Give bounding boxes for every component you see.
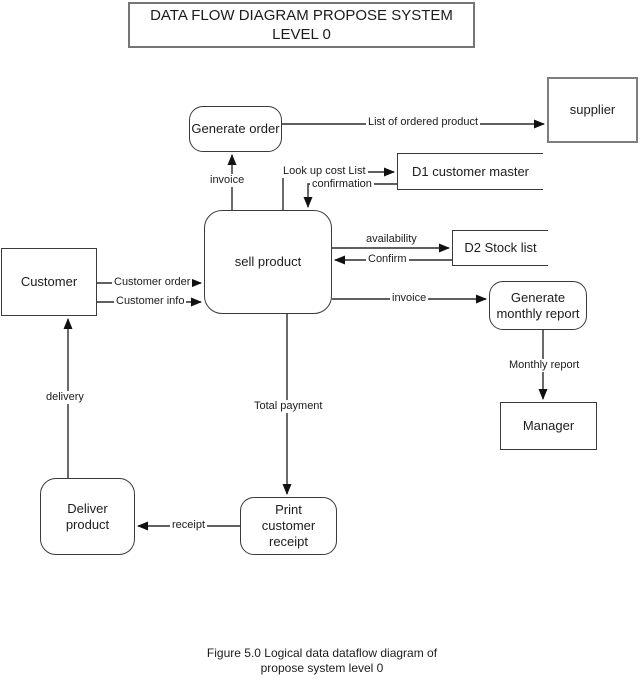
flow-label-invoice-to-generate-order: invoice — [208, 174, 247, 187]
flow-label-customer-info: Customer info — [114, 295, 187, 308]
diagram-title-line2: LEVEL 0 — [272, 26, 331, 43]
data-store-d1-customer-master: D1 customer master — [397, 153, 543, 190]
process-print-customer-receipt-label: Print customer receipt — [261, 502, 316, 549]
data-store-d2-stock-list: D2 Stock list — [452, 230, 548, 266]
flow-label-delivery: delivery — [44, 391, 86, 404]
data-store-d1-label: D1 customer master — [411, 163, 530, 179]
flow-label-availability: availability — [364, 233, 419, 246]
external-entity-supplier-label: supplier — [569, 102, 616, 117]
external-entity-customer: Customer — [1, 248, 97, 316]
diagram-title-line1: DATA FLOW DIAGRAM PROPOSE SYSTEM — [150, 7, 453, 24]
flow-label-invoice-to-monthly-report: invoice — [390, 292, 429, 305]
external-entity-manager: Manager — [500, 402, 597, 450]
flow-label-monthly-report: Monthly report — [507, 359, 582, 372]
figure-caption-line2: propose system level 0 — [260, 661, 384, 675]
figure-caption-line1: Figure 5.0 Logical data dataflow diagram… — [206, 646, 438, 660]
flow-label-confirmation: confirmation — [310, 178, 374, 191]
process-generate-order-label: Generate order — [191, 121, 280, 136]
process-generate-monthly-report: Generate monthly report — [489, 281, 587, 330]
process-generate-order: Generate order — [189, 106, 282, 152]
flow-label-list-of-ordered-product: List of ordered product — [366, 116, 481, 129]
process-sell-product: sell product — [204, 210, 332, 314]
process-print-customer-receipt: Print customer receipt — [240, 497, 337, 555]
flow-label-look-up-cost-list: Look up cost List — [281, 165, 368, 178]
flow-label-receipt: receipt — [170, 519, 208, 532]
flow-label-confirm: Confirm — [366, 253, 409, 266]
flow-label-customer-order: Customer order — [112, 276, 193, 289]
process-deliver-product: Deliver product — [40, 478, 135, 555]
data-store-d2-label: D2 Stock list — [464, 240, 537, 255]
process-deliver-product-label: Deliver product — [65, 500, 110, 532]
process-sell-product-label: sell product — [234, 254, 302, 269]
diagram-title-box: DATA FLOW DIAGRAM PROPOSE SYSTEM LEVEL 0 — [128, 2, 475, 48]
flow-label-total-payment: Total payment — [252, 400, 325, 413]
process-generate-monthly-report-label: Generate monthly report — [496, 289, 580, 321]
figure-caption: Figure 5.0 Logical data dataflow diagram… — [0, 646, 644, 676]
external-entity-supplier: supplier — [547, 77, 638, 143]
external-entity-manager-label: Manager — [522, 418, 575, 433]
external-entity-customer-label: Customer — [20, 274, 78, 289]
